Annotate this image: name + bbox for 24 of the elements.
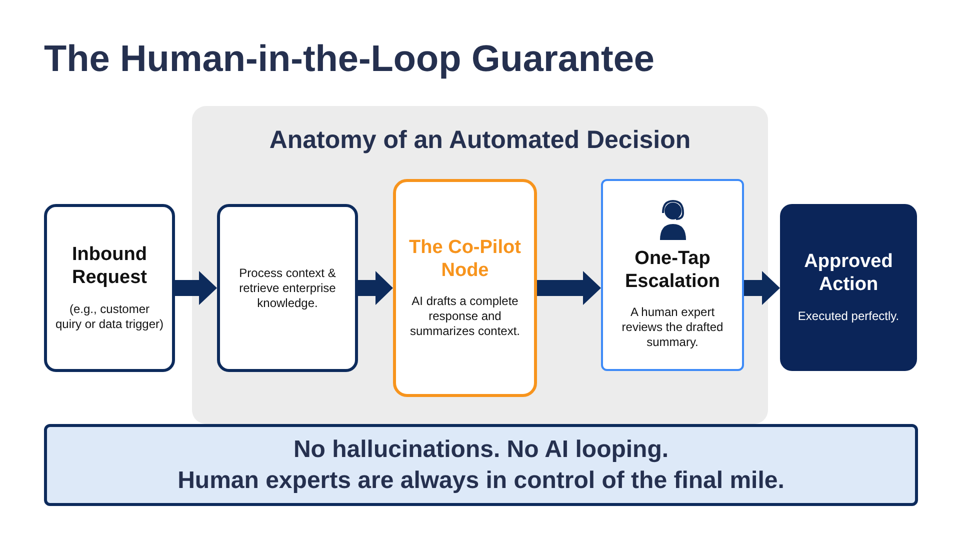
arrow <box>744 271 780 305</box>
box-heading: One-Tap Escalation <box>624 248 722 294</box>
process-box <box>217 204 358 372</box>
arrow <box>175 271 217 305</box>
arrow <box>358 271 393 305</box>
panel-heading: Anatomy of an Automated Decision <box>269 126 691 155</box>
box-description: Process context & retrieve enterprise knowledge. <box>238 266 337 310</box>
slide-title: The Human-in-the-Loop Guarantee <box>44 38 654 80</box>
panel-background <box>192 106 768 424</box>
box-description: (e.g., customer quiry or data trigger) <box>54 302 165 332</box>
box-description: Executed perfectly. <box>796 308 900 324</box>
box-heading: Inbound Request <box>71 244 148 290</box>
banner-box <box>44 424 918 506</box>
process-box <box>44 204 175 372</box>
arrow <box>537 271 601 305</box>
process-box <box>393 179 537 397</box>
process-box <box>601 179 744 371</box>
banner-text: Human experts are always in control of the final mile. <box>178 466 784 496</box>
box-description: AI drafts a complete response and summarizes context. <box>408 294 522 340</box>
box-description: A human expert reviews the drafted summary. <box>620 305 724 350</box>
box-heading: The Co-Pilot Node <box>408 236 522 282</box>
box-heading: Approved Action <box>803 251 894 297</box>
banner-text: No hallucinations. No AI looping. <box>293 434 669 465</box>
result-box <box>780 204 917 371</box>
